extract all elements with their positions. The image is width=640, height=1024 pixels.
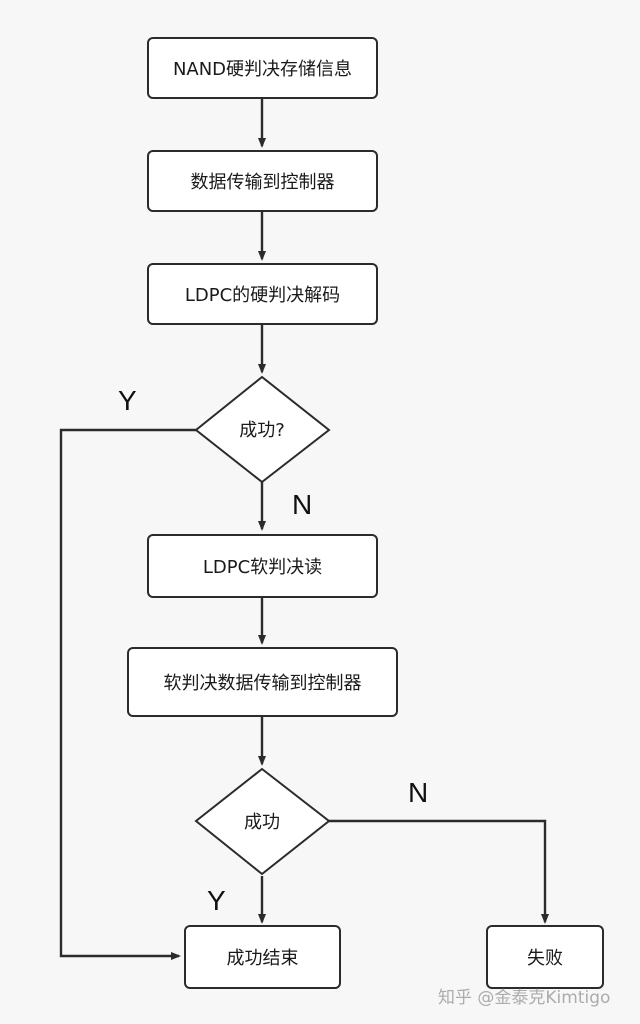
edge-label-no-upper: N: [292, 489, 312, 520]
node-success-end-label: 成功结束: [227, 948, 299, 969]
node-soft-data-transfer-label: 软判决数据传输到控制器: [164, 673, 362, 694]
decision-success-check-2-label: 成功: [244, 812, 280, 833]
node-failure: 失败: [486, 925, 604, 989]
decision-success-check-1-label: 成功?: [239, 420, 285, 441]
edge-label-yes-lower: Y: [207, 885, 226, 916]
node-ldpc-soft-read-label: LDPC软判决读: [203, 557, 322, 578]
edge-check-1-yes-to-success-end: [59, 428, 196, 960]
node-transfer-to-controller-label: 数据传输到控制器: [191, 172, 335, 193]
watermark-text: 知乎 @金泰克Kimtigo: [438, 988, 611, 1008]
edge-check-2-no-to-failure: [329, 819, 549, 924]
edge-label-no-lower: N: [408, 777, 428, 808]
node-ldpc-soft-read: LDPC软判决读: [147, 534, 378, 598]
node-nand-hard-read-label: NAND硬判决存储信息: [173, 59, 352, 80]
edge-label-yes-upper: Y: [118, 385, 137, 416]
node-transfer-to-controller: 数据传输到控制器: [147, 150, 378, 212]
node-nand-hard-read: NAND硬判决存储信息: [147, 37, 378, 99]
node-ldpc-hard-decode: LDPC的硬判决解码: [147, 263, 378, 325]
decision-success-check-2: 成功: [194, 767, 331, 876]
node-ldpc-hard-decode-label: LDPC的硬判决解码: [185, 285, 340, 306]
node-failure-label: 失败: [527, 948, 563, 969]
decision-success-check-1: 成功?: [194, 375, 331, 484]
node-soft-data-transfer: 软判决数据传输到控制器: [127, 647, 398, 717]
node-success-end: 成功结束: [184, 925, 341, 989]
